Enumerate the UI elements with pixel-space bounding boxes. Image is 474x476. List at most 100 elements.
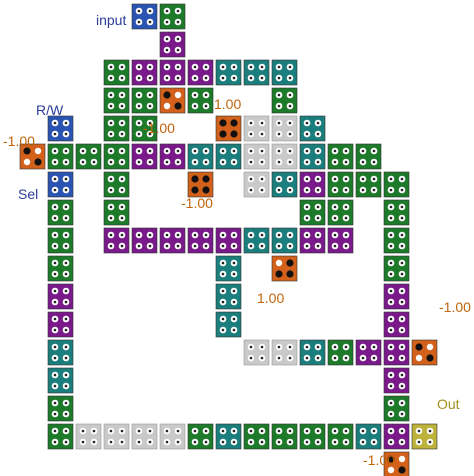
green-tile [327, 171, 354, 198]
purple-tile [383, 423, 410, 450]
gray-tile [271, 115, 298, 142]
teal-tile [215, 311, 242, 338]
teal-tile [355, 423, 382, 450]
green-tile [103, 199, 130, 226]
green-tile [299, 423, 326, 450]
purple-tile [299, 227, 326, 254]
weight-label-upper: -1.00 [143, 120, 175, 136]
purple-tile [355, 339, 382, 366]
purple-tile [383, 283, 410, 310]
teal-tile [215, 283, 242, 310]
weight-label-right: -1.00 [439, 299, 471, 315]
gray-tile [243, 115, 270, 142]
blue-tile [47, 171, 74, 198]
green-tile [271, 423, 298, 450]
gray-tile [131, 423, 158, 450]
green-tile [327, 199, 354, 226]
green-tile [47, 227, 74, 254]
blue-tile [131, 3, 158, 30]
weight-tile [383, 451, 410, 476]
green-tile [103, 171, 130, 198]
purple-tile [131, 227, 158, 254]
green-tile [131, 87, 158, 114]
teal-tile [215, 143, 242, 170]
weight-tile [187, 171, 214, 198]
input-label: input [96, 12, 127, 28]
weight-tile [411, 339, 438, 366]
gray-tile [271, 143, 298, 170]
green-tile [243, 423, 270, 450]
green-tile [327, 423, 354, 450]
green-tile [271, 87, 298, 114]
weight-label-mid: -1.00 [181, 195, 213, 211]
weight-label-top: 1.00 [214, 96, 242, 112]
purple-tile [131, 143, 158, 170]
gray-tile [103, 423, 130, 450]
purple-tile [131, 59, 158, 86]
purple-tile [187, 227, 214, 254]
weight-tile [215, 115, 242, 142]
purple-tile [383, 339, 410, 366]
green-tile [383, 255, 410, 282]
green-tile [383, 395, 410, 422]
teal-tile [271, 227, 298, 254]
teal-tile [243, 59, 270, 86]
teal-tile [215, 59, 242, 86]
purple-tile [47, 283, 74, 310]
green-tile [187, 87, 214, 114]
purple-tile [159, 143, 186, 170]
teal-tile [299, 115, 326, 142]
purple-tile [383, 311, 410, 338]
green-tile [103, 87, 130, 114]
teal-tile [243, 227, 270, 254]
teal-tile [187, 143, 214, 170]
purple-tile [327, 227, 354, 254]
weight-label-left: -1.00 [3, 133, 35, 149]
green-tile [327, 339, 354, 366]
green-tile [187, 423, 214, 450]
green-tile [47, 395, 74, 422]
gray-tile [243, 171, 270, 198]
gray-tile [243, 143, 270, 170]
green-tile [383, 171, 410, 198]
green-tile [47, 423, 74, 450]
olive-tile [411, 423, 438, 450]
green-tile [327, 143, 354, 170]
rw-label: R/W [36, 102, 64, 118]
weight-tile [159, 87, 186, 114]
green-tile [299, 199, 326, 226]
gray-tile [159, 423, 186, 450]
purple-tile [159, 227, 186, 254]
gray-tile [75, 423, 102, 450]
green-tile [47, 199, 74, 226]
green-tile [159, 3, 186, 30]
purple-tile [103, 227, 130, 254]
green-tile [103, 143, 130, 170]
gray-tile [243, 339, 270, 366]
teal-tile [271, 59, 298, 86]
weight-label-bottom: -1.00 [363, 452, 395, 468]
green-tile [47, 143, 74, 170]
weight-tile [19, 143, 46, 170]
green-tile [383, 199, 410, 226]
green-tile [383, 227, 410, 254]
out-label: Out [437, 396, 460, 412]
purple-tile [159, 59, 186, 86]
purple-tile [159, 31, 186, 58]
green-tile [47, 255, 74, 282]
teal-tile [47, 367, 74, 394]
green-tile [355, 171, 382, 198]
teal-tile [299, 143, 326, 170]
teal-tile [215, 423, 242, 450]
teal-tile [215, 255, 242, 282]
teal-tile [271, 171, 298, 198]
green-tile [103, 115, 130, 142]
weight-label-center: 1.00 [257, 290, 285, 306]
purple-tile [47, 311, 74, 338]
green-tile [75, 143, 102, 170]
purple-tile [187, 59, 214, 86]
weight-tile [271, 255, 298, 282]
sel-label: Sel [18, 186, 39, 202]
